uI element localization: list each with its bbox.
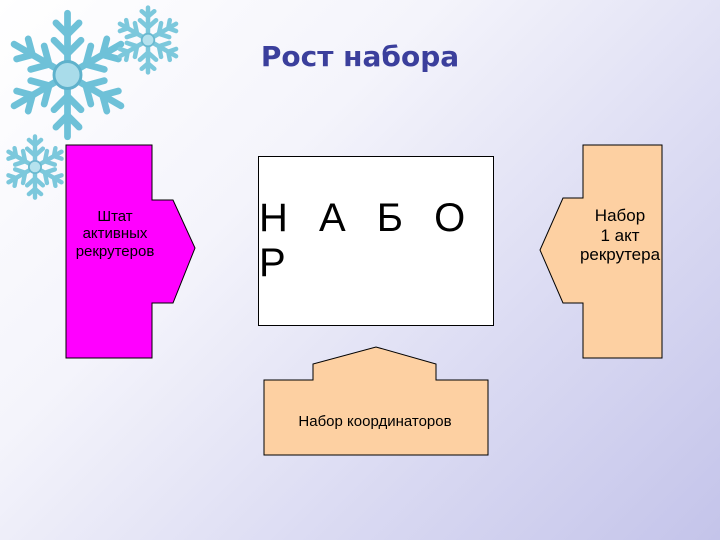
right-arrow-label: Набор 1 акт рекрутера: [568, 206, 672, 265]
right-arrow-line-2: 1 акт: [600, 225, 640, 245]
bottom-arrow-fill: [263, 346, 489, 456]
right-arrow-shape: [539, 144, 663, 359]
snowflake-small-icon: [0, 134, 70, 206]
bottom-arrow-shape: [263, 346, 489, 456]
center-box: Н А Б О Р: [258, 156, 494, 326]
left-arrow-shape: [65, 144, 196, 359]
snowflake-top-icon: [112, 5, 184, 80]
left-arrow-label: Штат активных рекрутеров: [55, 208, 175, 260]
right-arrow-line-3: рекрутера: [579, 245, 661, 265]
left-arrow-line-1: Штат: [97, 208, 133, 225]
right-arrow-line-1: Набор: [594, 206, 646, 225]
snowflake-large-icon: [0, 9, 135, 150]
left-arrow-line-3: рекрутеров: [75, 242, 155, 260]
left-arrow-line-2: активных: [82, 225, 148, 243]
bottom-arrow-label: Набор координаторов: [298, 413, 452, 430]
left-arrow-fill: [65, 144, 196, 359]
right-arrow-fill: [539, 144, 663, 359]
center-box-label: Н А Б О Р: [259, 196, 476, 285]
slide-title: Рост набора: [260, 40, 460, 73]
